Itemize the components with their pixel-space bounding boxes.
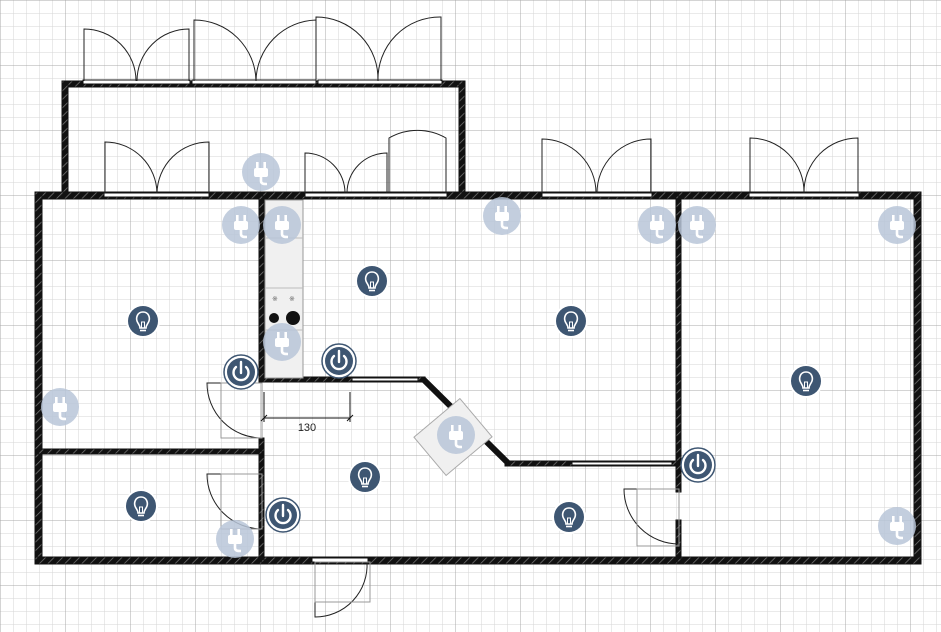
power-button-icon[interactable] bbox=[222, 353, 260, 391]
svg-text:※: ※ bbox=[272, 295, 278, 303]
light-bulb-icon[interactable] bbox=[788, 363, 824, 399]
dimension-line[interactable] bbox=[260, 392, 354, 422]
light-bulb-icon[interactable] bbox=[125, 303, 161, 339]
wall-openings bbox=[82, 79, 860, 563]
light-bulb-icon[interactable] bbox=[551, 499, 587, 535]
power-plug-icon[interactable] bbox=[481, 195, 523, 237]
power-plug-icon[interactable] bbox=[676, 204, 718, 246]
stove-burner-right bbox=[286, 311, 300, 325]
light-bulb-icon[interactable] bbox=[123, 488, 159, 524]
power-plug-icon[interactable] bbox=[261, 321, 303, 363]
power-plug-icon[interactable] bbox=[214, 518, 256, 560]
power-plug-icon[interactable] bbox=[636, 204, 678, 246]
svg-text:※: ※ bbox=[289, 295, 295, 303]
power-plug-icon[interactable] bbox=[240, 151, 282, 193]
light-bulb-icon[interactable] bbox=[553, 303, 589, 339]
light-bulb-icon[interactable] bbox=[354, 263, 390, 299]
power-button-icon[interactable] bbox=[320, 342, 358, 380]
power-button-icon[interactable] bbox=[679, 446, 717, 484]
power-button-icon[interactable] bbox=[264, 496, 302, 534]
power-plug-icon[interactable] bbox=[220, 204, 262, 246]
power-plug-icon[interactable] bbox=[261, 204, 303, 246]
dimension-label: 130 bbox=[298, 422, 316, 434]
light-bulb-icon[interactable] bbox=[347, 459, 383, 495]
stove-burner-left bbox=[269, 313, 279, 323]
power-plug-icon[interactable] bbox=[435, 414, 477, 456]
power-plug-icon[interactable] bbox=[876, 505, 918, 547]
power-plug-icon[interactable] bbox=[876, 204, 918, 246]
power-plug-icon[interactable] bbox=[39, 386, 81, 428]
